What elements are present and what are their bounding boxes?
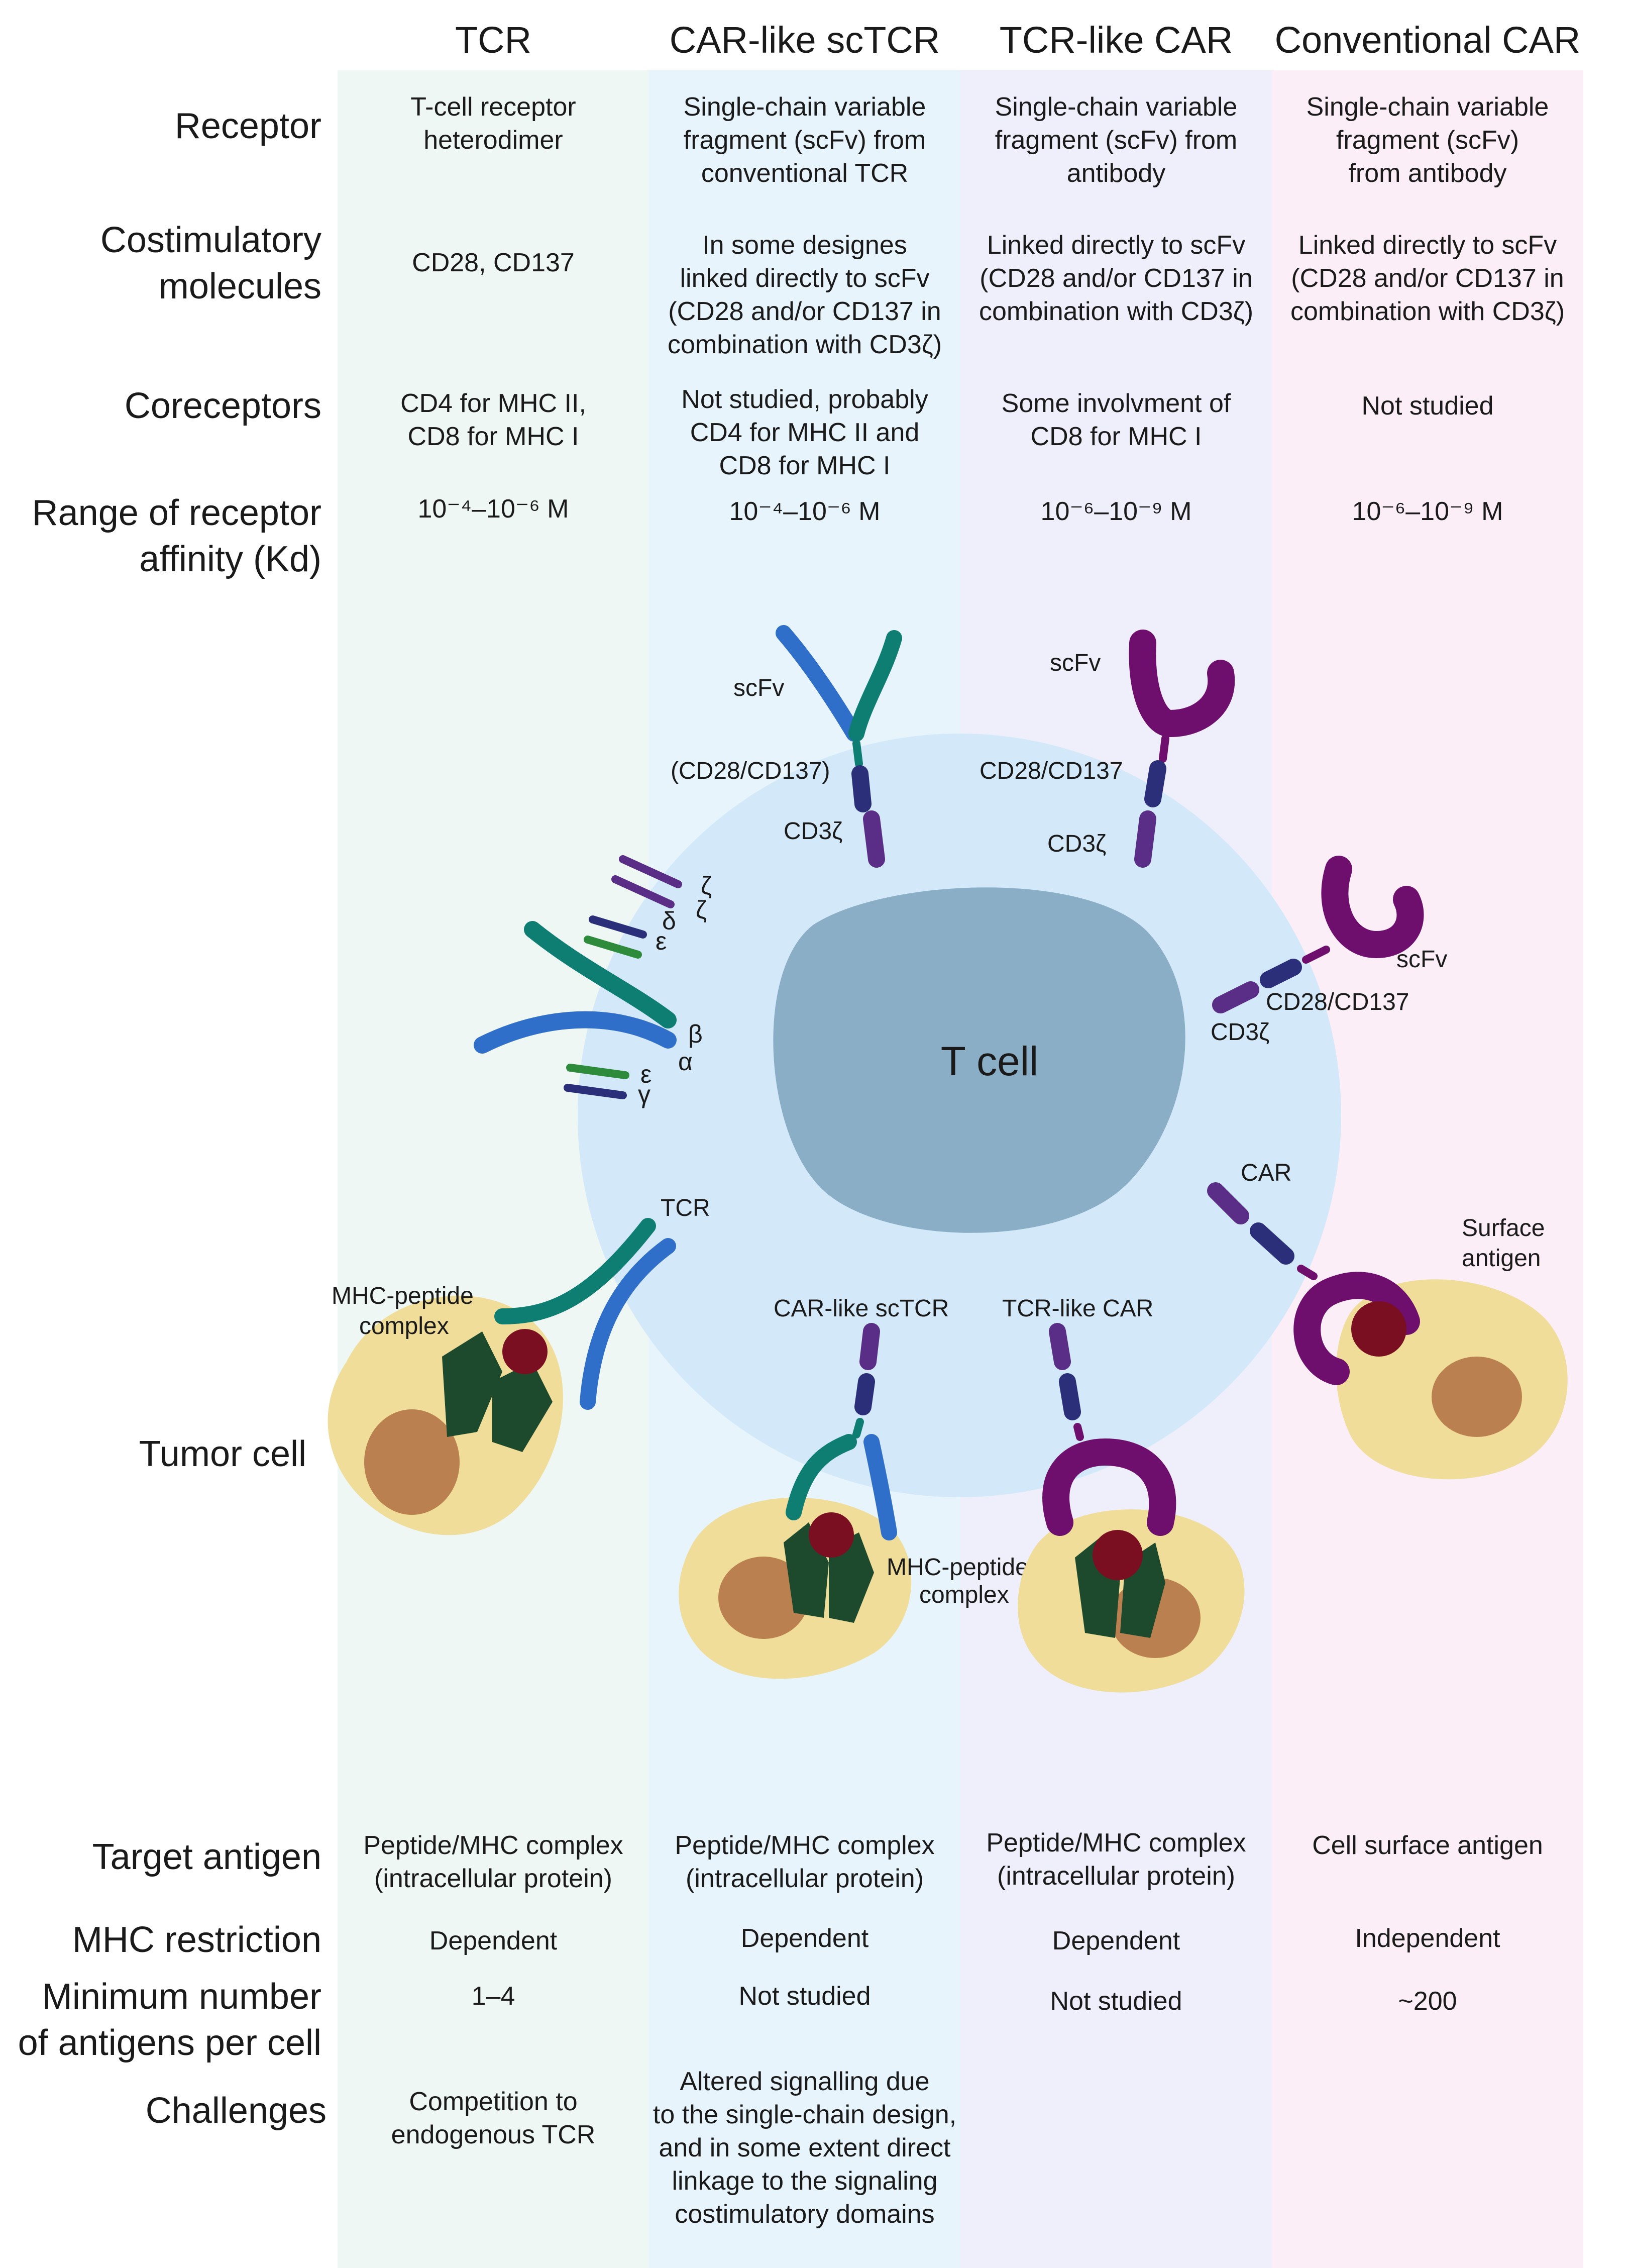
cell-costim-conventional: Linked directly to scFv (CD28 and/or CD1… xyxy=(1290,231,1565,326)
tcr-like-car-top xyxy=(1129,630,1235,868)
car-like-sctcr-top xyxy=(776,625,902,868)
cell-target-car-like: Peptide/MHC complex (intracellular prote… xyxy=(675,1831,935,1893)
mhc-middle xyxy=(784,1522,874,1623)
cell-receptor-tcr-like: Single-chain variable fragment (scFv) fr… xyxy=(995,92,1238,188)
cell-minnum-conventional: ~200 xyxy=(1398,1987,1457,2016)
cell-target-conventional: Cell surface antigen xyxy=(1312,1831,1543,1860)
cell-costim-tcr: CD28, CD137 xyxy=(412,248,575,277)
cell-minnum-car-like: Not studied xyxy=(738,1982,871,2011)
cd28-label-right: CD28/CD137 xyxy=(1266,989,1409,1015)
cd28-paren-label: (CD28/CD137) xyxy=(671,758,830,784)
cell-coreceptors-conventional: Not studied xyxy=(1361,391,1494,421)
cell-mhc-car-like: Dependent xyxy=(740,1924,869,1953)
cd3z-label-top-right: CD3ζ xyxy=(1047,831,1106,857)
cell-costim-car-like: In some designes linked directly to scFv… xyxy=(667,231,942,359)
scfv-label-top-left: scFv xyxy=(733,675,784,701)
greek-epsilon-1: ε xyxy=(656,927,667,955)
peptide-left xyxy=(502,1329,548,1374)
cell-challenges-tcr: Competition to endogenous TCR xyxy=(391,2087,596,2149)
cell-minnum-tcr-like: Not studied xyxy=(1050,1987,1182,2016)
row-label-tumor-cell: Tumor cell xyxy=(139,1434,306,1474)
conventional-car-bound xyxy=(1207,1182,1420,1385)
scfv-label-top-right: scFv xyxy=(1050,650,1101,676)
row-label-target-antigen: Target antigen xyxy=(92,1837,321,1877)
cell-mhc-conventional: Independent xyxy=(1355,1924,1500,1953)
mhc-peptide-label-2-line1: MHC-peptide xyxy=(887,1554,1029,1581)
tcell-label: T cell xyxy=(941,1039,1038,1084)
cell-affinity-tcr-like: 10⁻⁶–10⁻⁹ M xyxy=(1040,497,1192,526)
mhc-peptide-label-1-line2: complex xyxy=(359,1313,449,1339)
cell-coreceptors-car-like: Not studied, probably CD4 for MHC II and… xyxy=(681,385,928,480)
greek-zeta-2: ζ xyxy=(696,896,707,924)
tcr-complex xyxy=(474,855,682,1099)
cell-minnum-tcr: 1–4 xyxy=(471,1982,515,2011)
peptide-middle xyxy=(809,1512,854,1558)
mhc-left xyxy=(442,1331,553,1452)
cell-target-tcr: Peptide/MHC complex (intracellular prote… xyxy=(363,1831,623,1893)
cd3z-label-top-left: CD3ζ xyxy=(784,818,842,845)
mhc-peptide-label-2-line2: complex xyxy=(919,1582,1009,1608)
row-label-mhc-restriction: MHC restriction xyxy=(72,1920,321,1960)
cell-receptor-conventional: Single-chain variable fragment (scFv) fr… xyxy=(1306,92,1549,188)
tcell-nucleus xyxy=(773,887,1185,1233)
row-label-receptor: Receptor xyxy=(174,106,321,146)
tcell-diagram: T cell ζ ζ δ ε β α ε γ scFv (CD28/CD137)… xyxy=(328,625,1568,1693)
row-label-minimum-number: Minimum number of antigens per cell xyxy=(18,1977,321,2063)
column-header-tcr-like-car: TCR-like CAR xyxy=(999,19,1233,61)
cell-mhc-tcr: Dependent xyxy=(429,1926,558,1955)
column-header-tcr: TCR xyxy=(455,19,532,61)
cell-coreceptors-tcr: CD4 for MHC II, CD8 for MHC I xyxy=(400,389,586,451)
greek-beta: β xyxy=(688,1020,703,1048)
greek-delta: δ xyxy=(662,907,676,935)
cell-coreceptors-tcr-like: Some involvment of CD8 for MHC I xyxy=(1001,389,1231,451)
cell-challenges-car-like: Altered signalling due to the single-cha… xyxy=(653,2067,957,2229)
greek-alpha: α xyxy=(678,1048,693,1076)
cell-costim-tcr-like: Linked directly to scFv (CD28 and/or CD1… xyxy=(978,231,1254,326)
scfv-label-right: scFv xyxy=(1396,946,1447,973)
car-like-bound-label: CAR-like scTCR xyxy=(774,1295,949,1322)
peptide-right-middle xyxy=(1093,1530,1143,1580)
car-like-sctcr-bound xyxy=(786,1323,897,1540)
greek-gamma: γ xyxy=(638,1080,650,1108)
greek-zeta-1: ζ xyxy=(701,872,712,900)
column-header-conventional-car: Conventional CAR xyxy=(1274,19,1581,61)
cell-mhc-tcr-like: Dependent xyxy=(1052,1926,1180,1955)
conventional-car-right xyxy=(1212,856,1424,1013)
row-label-affinity: Range of receptor affinity (Kd) xyxy=(32,493,321,579)
row-label-costimulatory: Costimulatory molecules xyxy=(100,220,321,306)
surface-antigen-label-line1: Surface xyxy=(1462,1215,1545,1242)
cell-receptor-car-like: Single-chain variable fragment (scFv) fr… xyxy=(683,92,926,188)
cd28-label-top-right: CD28/CD137 xyxy=(980,758,1123,784)
cell-affinity-conventional: 10⁻⁶–10⁻⁹ M xyxy=(1352,497,1503,526)
row-label-coreceptors: Coreceptors xyxy=(124,386,321,426)
cd3z-label-right: CD3ζ xyxy=(1211,1019,1269,1046)
car-bound-label: CAR xyxy=(1241,1160,1291,1186)
cell-receptor-tcr: T-cell receptor heterodimer xyxy=(410,92,576,155)
row-label-challenges: Challenges xyxy=(145,2091,327,2131)
tcr-like-bound-label: TCR-like CAR xyxy=(1002,1295,1153,1322)
greek-epsilon-2: ε xyxy=(640,1060,651,1088)
surface-antigen xyxy=(1351,1301,1406,1357)
tcr-bound-label: TCR xyxy=(661,1195,710,1221)
column-header-car-like-sctcr: CAR-like scTCR xyxy=(669,19,940,61)
surface-antigen-label-line2: antigen xyxy=(1462,1245,1541,1272)
mhc-peptide-label-1-line1: MHC-peptide xyxy=(332,1283,474,1309)
tcr-like-car-bound xyxy=(1042,1323,1176,1536)
cell-affinity-car-like: 10⁻⁴–10⁻⁶ M xyxy=(729,497,881,526)
tcr-bound xyxy=(494,1218,676,1410)
cell-target-tcr-like: Peptide/MHC complex (intracellular prote… xyxy=(986,1828,1246,1891)
cell-affinity-tcr: 10⁻⁴–10⁻⁶ M xyxy=(417,494,569,524)
